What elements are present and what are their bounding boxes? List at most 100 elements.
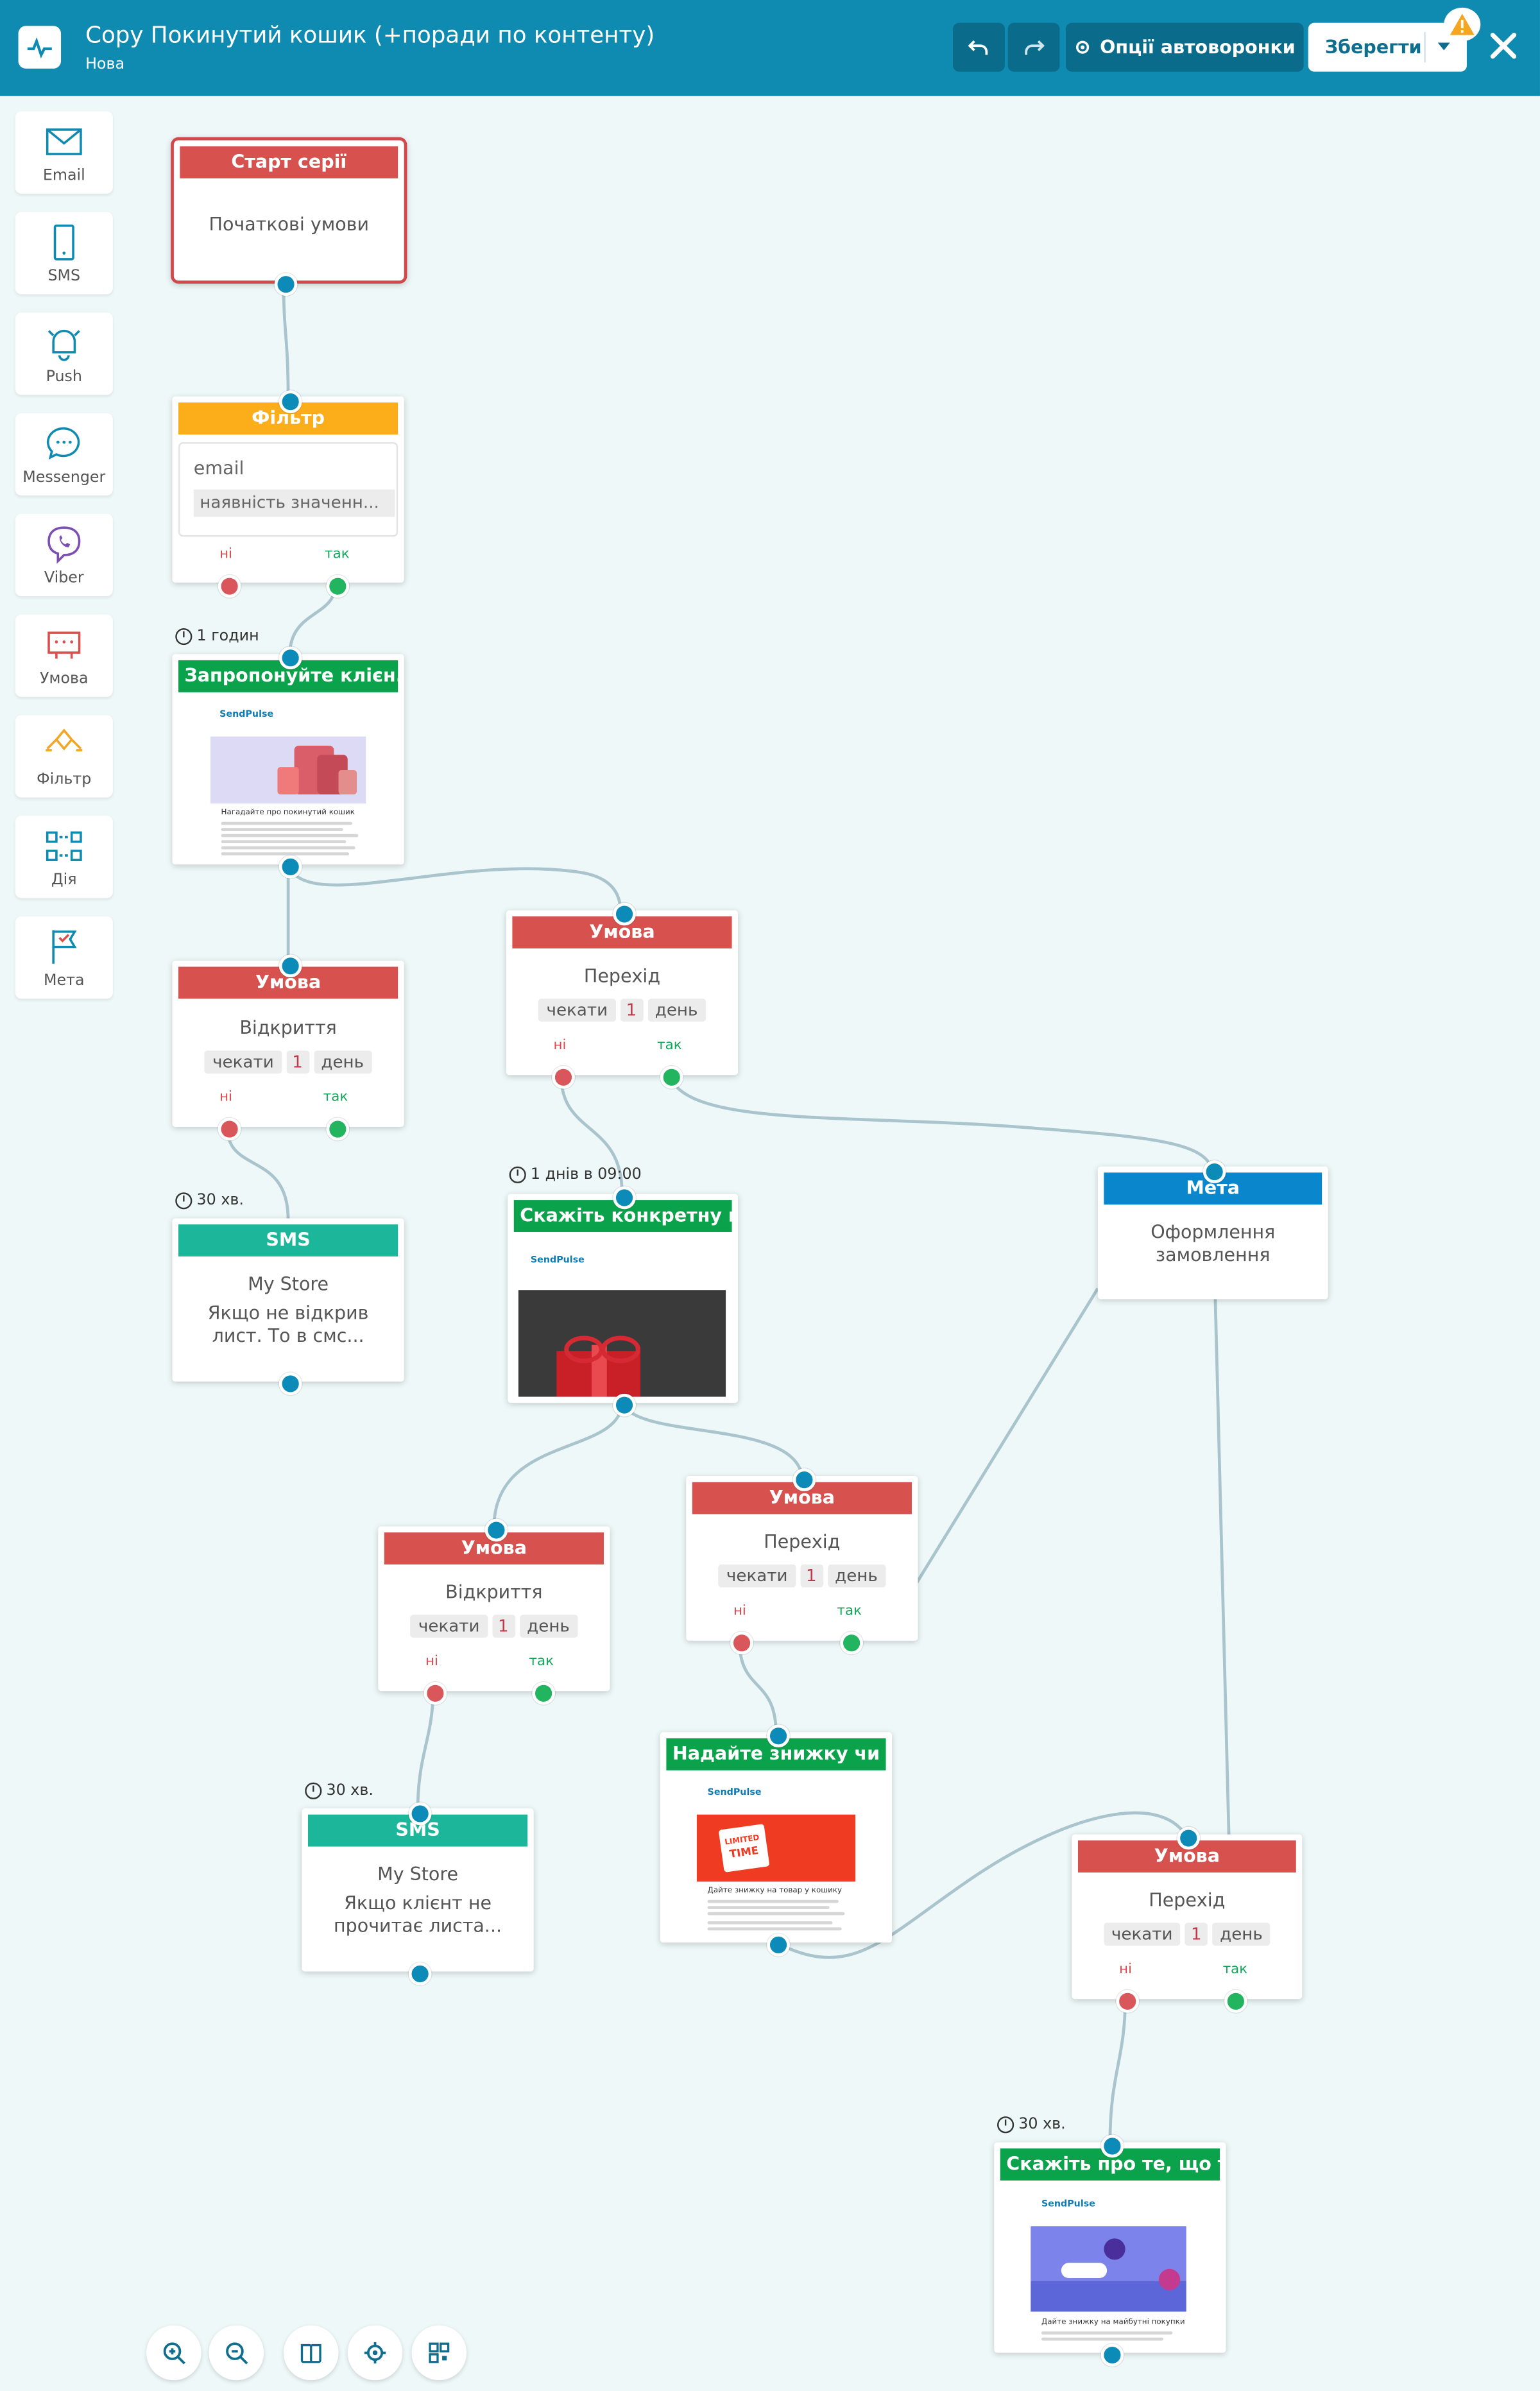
sidebar-item-viber[interactable]: Viber (15, 513, 113, 597)
warning-icon[interactable] (1444, 7, 1481, 42)
sidebar-item-label: Push (46, 369, 83, 386)
wait-unit: день (519, 1615, 578, 1638)
wait-unit: день (313, 1050, 372, 1074)
zoom-in-button[interactable] (146, 2325, 201, 2381)
email-node[interactable]: Скажіть конкретну ц... SendPulse (508, 1194, 739, 1403)
undo-button[interactable] (953, 22, 1005, 72)
condition-node[interactable]: Умова Відкриття чекати 1 день ні так (378, 1526, 610, 1692)
filter-no-port[interactable] (218, 574, 241, 598)
condition-node[interactable]: Умова Відкриття чекати 1 день ні так (172, 961, 404, 1127)
goal-input-port[interactable] (1202, 1160, 1226, 1183)
condition-yes-port[interactable] (1224, 1989, 1247, 2013)
flow-title[interactable]: Copy Покинутий кошик (+поради по контент… (85, 21, 655, 49)
delay-label: 30 хв. (326, 1782, 373, 1799)
email-input-port[interactable] (767, 1724, 790, 1748)
email-node[interactable]: Запропонуйте клієн... SendPulse Нагадайт… (172, 654, 404, 865)
condition-type: Перехід (583, 965, 661, 987)
email-output-port[interactable] (1100, 2344, 1124, 2367)
condition-yes-label: так (323, 1090, 348, 1106)
guide-button[interactable] (283, 2325, 339, 2381)
close-icon[interactable] (1487, 29, 1520, 62)
delay-timer[interactable]: 30 хв. (305, 1782, 373, 1799)
clock-icon (509, 1166, 526, 1183)
delay-timer[interactable]: 1 годин (175, 628, 259, 646)
sidebar-item-condition[interactable]: Умова (15, 614, 113, 697)
settings-button[interactable] (347, 2325, 403, 2381)
condition-node[interactable]: Умова Перехід чекати 1 день ні так (686, 1476, 918, 1641)
condition-wait: чекати 1 день (173, 1050, 404, 1074)
condition-no-port[interactable] (1116, 1989, 1140, 2013)
start-node[interactable]: Старт серії Початкові умови (171, 137, 407, 284)
condition-yes-port[interactable] (660, 1065, 683, 1089)
filter-condition-box: email наявність значенн... (178, 442, 398, 537)
delay-timer[interactable]: 30 хв. (997, 2116, 1066, 2134)
app-logo-icon[interactable] (18, 26, 62, 69)
redo-button[interactable] (1007, 22, 1060, 72)
sidebar-item-filter[interactable]: Фільтр (15, 715, 113, 798)
goal-text: Оформлення замовлення (1151, 1221, 1276, 1266)
condition-input-port[interactable] (1177, 1826, 1201, 1850)
wait-value: 1 (620, 998, 643, 1022)
email-input-port[interactable] (613, 1186, 636, 1210)
sendpulse-logo: SendPulse (1041, 2198, 1095, 2210)
condition-input-port[interactable] (613, 902, 636, 926)
email-node[interactable]: Надайте знижку чи ... SendPulse LIMITED … (660, 1732, 893, 1943)
wait-unit: день (1212, 1923, 1270, 1946)
goal-node[interactable]: Мета Оформлення замовлення (1097, 1166, 1328, 1299)
email-preview-title: Нагадайте про покинутий кошик (221, 808, 355, 818)
condition-node[interactable]: Умова Перехід чекати 1 день ні так (506, 910, 739, 1076)
filter-input-port[interactable] (278, 390, 302, 413)
filter-yes-port[interactable] (326, 574, 350, 598)
sms-node[interactable]: SMS My Store Якщо клієнт не прочитає лис… (302, 1808, 534, 1972)
sms-node[interactable]: SMS My Store Якщо не відкрив лист. То в … (172, 1218, 404, 1382)
save-button[interactable]: Зберегти (1308, 22, 1467, 72)
condition-no-port[interactable] (730, 1631, 753, 1655)
messenger-icon (46, 427, 80, 460)
email-input-port[interactable] (278, 646, 302, 670)
sidebar-item-label: Умова (40, 671, 89, 688)
sms-output-port[interactable] (278, 1372, 302, 1396)
email-output-port[interactable] (767, 1933, 790, 1957)
email-preview-image (1031, 2226, 1186, 2312)
email-node[interactable]: Скажіть про те, що т... SendPulse Дайте … (994, 2142, 1226, 2353)
funnel-options-button[interactable]: Опції автоворонки (1065, 22, 1304, 72)
sidebar-item-goal[interactable]: Мета (15, 916, 113, 999)
sidebar-item-sms[interactable]: SMS (15, 212, 113, 295)
email-output-port[interactable] (278, 855, 302, 878)
condition-type: Відкриття (445, 1581, 543, 1603)
gear-icon (364, 2342, 386, 2364)
condition-no-port[interactable] (424, 1681, 447, 1705)
condition-yes-port[interactable] (532, 1681, 555, 1705)
email-preview-image: LIMITED TIME (696, 1814, 856, 1882)
filter-node[interactable]: Фільтр email наявність значенн... ні так (172, 396, 404, 583)
minimap-button[interactable] (411, 2325, 467, 2381)
condition-yes-port[interactable] (326, 1117, 350, 1141)
delay-timer[interactable]: 30 хв. (175, 1192, 244, 1210)
delay-timer[interactable]: 1 днів в 09:00 (509, 1166, 642, 1183)
sidebar-item-email[interactable]: Email (15, 111, 113, 194)
sms-input-port[interactable] (408, 1802, 432, 1826)
email-input-port[interactable] (1100, 2134, 1124, 2158)
sidebar-item-label: Viber (44, 570, 84, 587)
sidebar-item-action[interactable]: Дія (15, 816, 113, 898)
sidebar-item-push[interactable]: Push (15, 313, 113, 395)
zoom-out-button[interactable] (209, 2325, 264, 2381)
wait-label: чекати (538, 998, 615, 1022)
viber-icon (47, 526, 81, 564)
action-icon (46, 831, 82, 861)
save-divider (1424, 31, 1426, 63)
condition-input-port[interactable] (792, 1468, 816, 1491)
condition-node-header: Умова (692, 1482, 912, 1514)
email-output-port[interactable] (613, 1393, 636, 1417)
condition-node[interactable]: Умова Перехід чекати 1 день ні так (1072, 1834, 1303, 2000)
condition-input-port[interactable] (278, 954, 302, 978)
start-output-port[interactable] (274, 273, 298, 296)
condition-yes-port[interactable] (840, 1631, 863, 1655)
condition-input-port[interactable] (484, 1518, 508, 1542)
condition-no-port[interactable] (552, 1065, 575, 1089)
sidebar-item-messenger[interactable]: Messenger (15, 413, 113, 496)
sms-output-port[interactable] (408, 1962, 432, 1985)
save-dropdown-caret-icon[interactable] (1437, 42, 1450, 51)
filter-icon (46, 728, 83, 751)
condition-no-port[interactable] (218, 1117, 241, 1141)
